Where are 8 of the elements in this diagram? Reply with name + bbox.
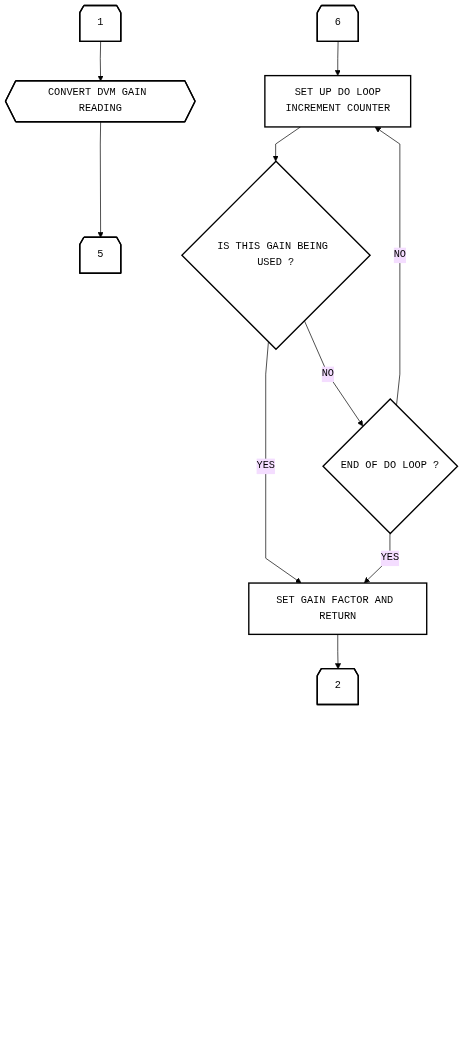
edge-label: YES xyxy=(380,551,400,564)
node-diamond: IS THIS GAIN BEING USED ? xyxy=(180,160,372,351)
edge-label: YES xyxy=(256,459,275,472)
edge-label: NO xyxy=(393,248,407,261)
edge-label: NO xyxy=(321,367,334,380)
node-box: SET GAIN FACTOR AND RETURN xyxy=(248,582,428,636)
node-diamond: END OF DO LOOP ? xyxy=(322,398,459,535)
node-box: SET UP DO LOOP INCREMENT COUNTER xyxy=(264,74,412,128)
